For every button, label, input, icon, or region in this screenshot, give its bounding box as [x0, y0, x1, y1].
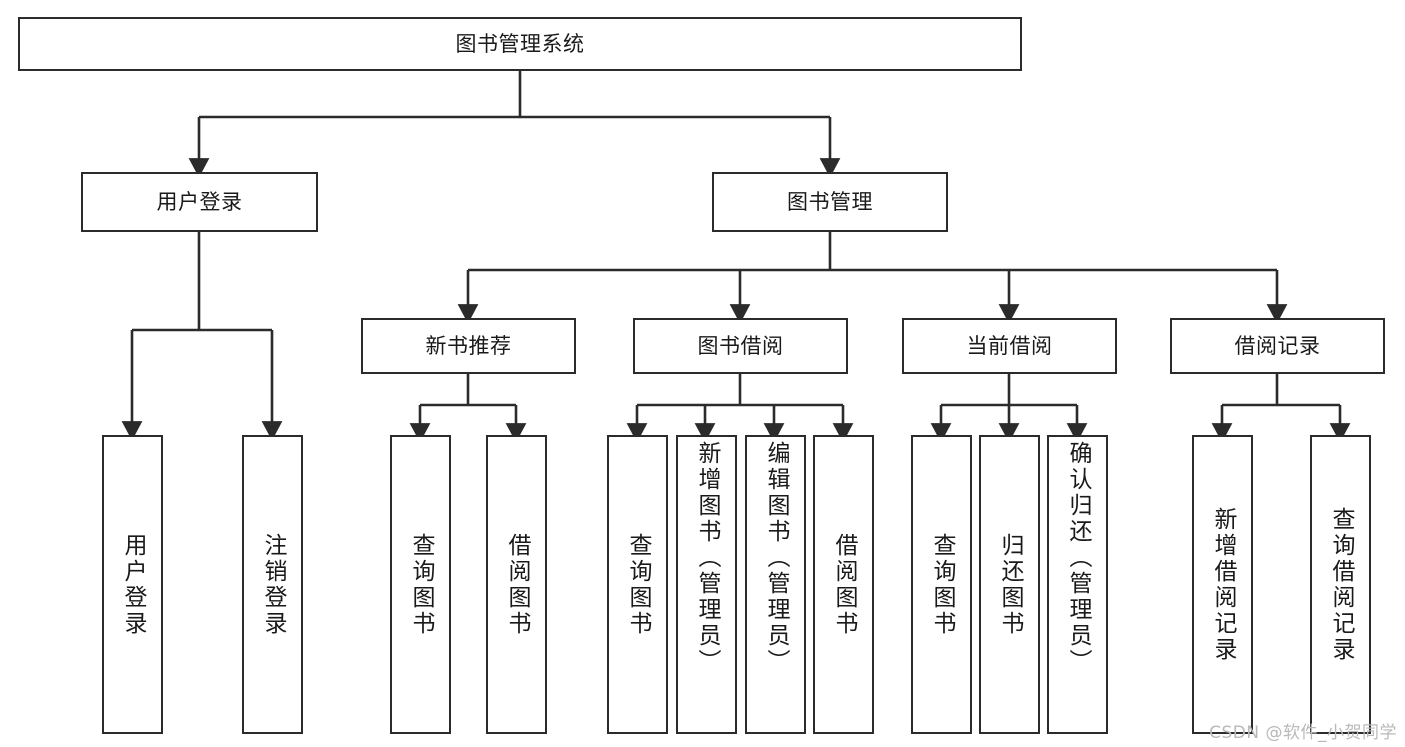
leaf-query-book-current[interactable]: 查询图书 — [911, 435, 972, 734]
leaf-query-book-recommend[interactable]: 查询图书 — [390, 435, 451, 734]
leaf-logout[interactable]: 注销登录 — [242, 435, 303, 734]
leaf-add-book-admin[interactable]: 新增图书（管理员） — [676, 435, 737, 734]
node-root-system[interactable]: 图书管理系统 — [18, 17, 1022, 71]
leaf-edit-book-admin[interactable]: 编辑图书（管理员） — [745, 435, 806, 734]
node-current-borrow[interactable]: 当前借阅 — [902, 318, 1117, 374]
node-label: 确认归还（管理员） — [1065, 441, 1091, 675]
node-label: 借阅记录 — [1234, 333, 1321, 358]
leaf-query-borrow-record[interactable]: 查询借阅记录 — [1310, 435, 1371, 734]
node-label: 新书推荐 — [425, 333, 512, 358]
node-new-book-recommend[interactable]: 新书推荐 — [361, 318, 576, 374]
leaf-borrow-book-recommend[interactable]: 借阅图书 — [486, 435, 547, 734]
node-book-borrow[interactable]: 图书借阅 — [633, 318, 848, 374]
node-user-login[interactable]: 用户登录 — [81, 172, 318, 232]
leaf-return-book[interactable]: 归还图书 — [979, 435, 1040, 734]
node-label: 新增图书（管理员） — [694, 441, 720, 675]
node-label: 借阅图书 — [504, 532, 530, 637]
node-label: 归还图书 — [997, 532, 1023, 637]
leaf-confirm-return-admin[interactable]: 确认归还（管理员） — [1047, 435, 1108, 734]
leaf-query-book-borrow[interactable]: 查询图书 — [607, 435, 668, 734]
node-label: 用户登录 — [120, 532, 146, 637]
node-label: 图书管理系统 — [455, 31, 585, 56]
leaf-add-borrow-record[interactable]: 新增借阅记录 — [1192, 435, 1253, 734]
node-label: 查询图书 — [929, 532, 955, 637]
node-book-management[interactable]: 图书管理 — [712, 172, 948, 232]
node-label: 查询图书 — [625, 532, 651, 637]
node-label: 查询图书 — [408, 532, 434, 637]
node-label: 注销登录 — [260, 532, 286, 637]
node-label: 图书管理 — [787, 189, 873, 214]
node-label: 查询借阅记录 — [1328, 506, 1354, 663]
node-label: 编辑图书（管理员） — [763, 441, 789, 675]
node-label: 图书借阅 — [697, 333, 784, 358]
node-label: 新增借阅记录 — [1210, 506, 1236, 663]
leaf-user-login[interactable]: 用户登录 — [102, 435, 163, 734]
node-label: 借阅图书 — [831, 532, 857, 637]
node-borrow-records[interactable]: 借阅记录 — [1170, 318, 1385, 374]
csdn-watermark: CSDN @软件_小贺同学 — [1209, 723, 1397, 743]
node-label: 当前借阅 — [966, 333, 1053, 358]
leaf-borrow-book[interactable]: 借阅图书 — [813, 435, 874, 734]
node-label: 用户登录 — [156, 189, 243, 214]
